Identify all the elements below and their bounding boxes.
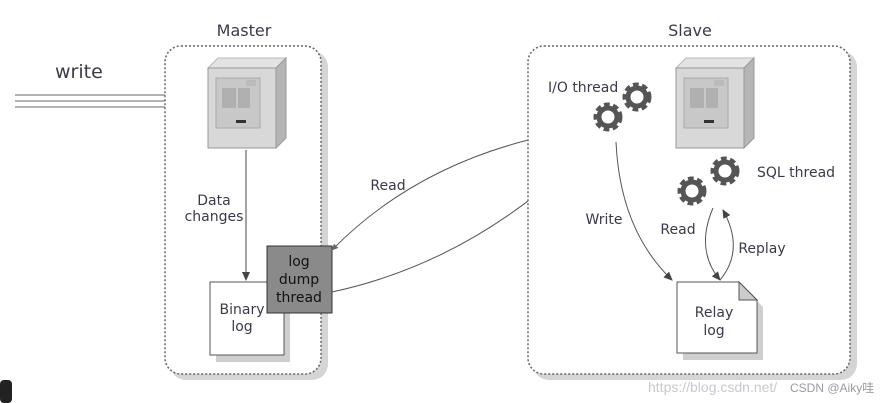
log-dump-thread-box: [266, 245, 333, 314]
corner-artifact: [0, 380, 12, 403]
read-label: Read: [370, 178, 405, 194]
sql-thread-label: SQL thread: [757, 165, 835, 181]
log-dump-line1: log: [288, 254, 309, 270]
relay-log-line2: log: [703, 323, 724, 339]
io-thread-label: I/O thread: [548, 80, 618, 96]
read-relay-arrow: [704, 207, 721, 281]
slave-server-icon: [675, 57, 755, 149]
replay-label: Replay: [738, 241, 785, 257]
write-relay-arrow: [615, 141, 673, 281]
relay-log-doc: [676, 280, 763, 360]
log-dump-line3: thread: [276, 290, 322, 306]
binary-log-line2: log: [231, 319, 252, 335]
write-input-label: write: [55, 61, 103, 83]
master-server-icon: [207, 57, 287, 149]
replay-arrow: [719, 209, 734, 281]
binary-log-line1: Binary: [220, 302, 265, 318]
data-changes-line1: Data: [197, 193, 230, 209]
slave-title: Slave: [668, 21, 712, 40]
log-dump-line2: dump: [279, 272, 319, 288]
watermark-author: CSDN @Aiky哇: [790, 381, 874, 395]
master-title: Master: [217, 21, 272, 40]
data-changes-line2: changes: [185, 209, 244, 225]
write-label: Write: [586, 212, 623, 228]
slave-read-label: Read: [660, 222, 695, 238]
watermark-url: https://blog.csdn.net/: [648, 379, 777, 395]
relay-log-line1: Relay: [695, 305, 733, 321]
